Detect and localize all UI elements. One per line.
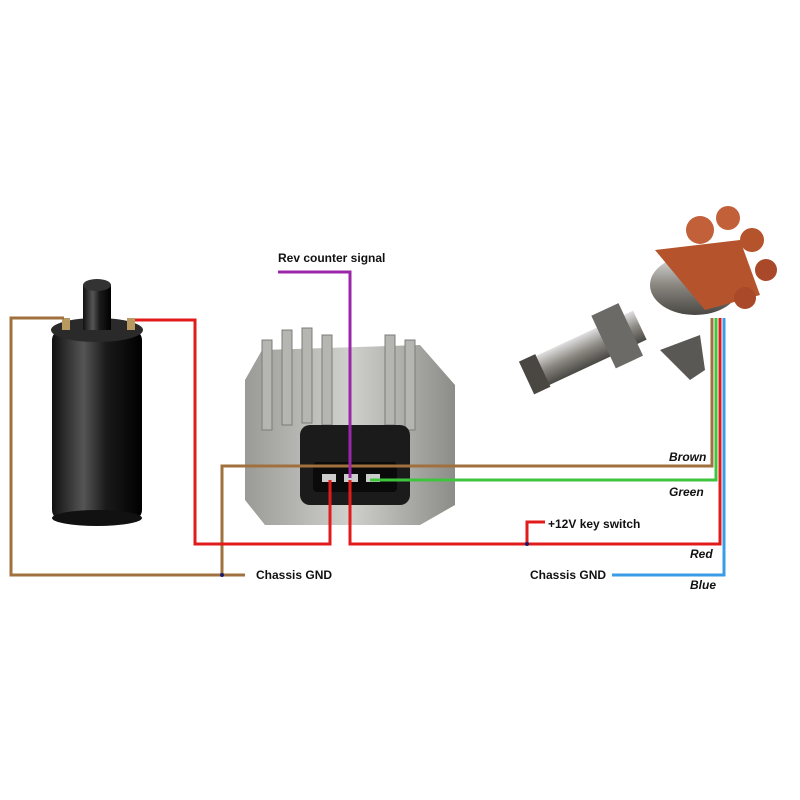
wire-red [348,318,722,546]
red-label: Red [690,547,713,561]
junction-dot [220,573,224,577]
brown-label: Brown [669,450,707,464]
chassis-gnd-left-label: Chassis GND [256,568,333,582]
blue-label: Blue [690,578,717,592]
wire-coil-red [135,318,332,546]
wire-rev-counter [278,270,352,478]
wire-key-switch [525,520,545,544]
wire-green [370,318,718,482]
chassis-gnd-right-label: Chassis GND [530,568,607,582]
key-switch-label: +12V key switch [548,517,641,531]
ignition-coil [51,279,143,526]
wire-coil-brown [9,316,245,577]
green-label: Green [669,485,704,499]
rev-counter-label: Rev counter signal [278,251,386,265]
junction-dot [525,542,529,546]
wires [9,270,726,577]
wire-module-brown [220,318,714,575]
distributor [518,206,777,395]
wire-blue [612,318,726,577]
